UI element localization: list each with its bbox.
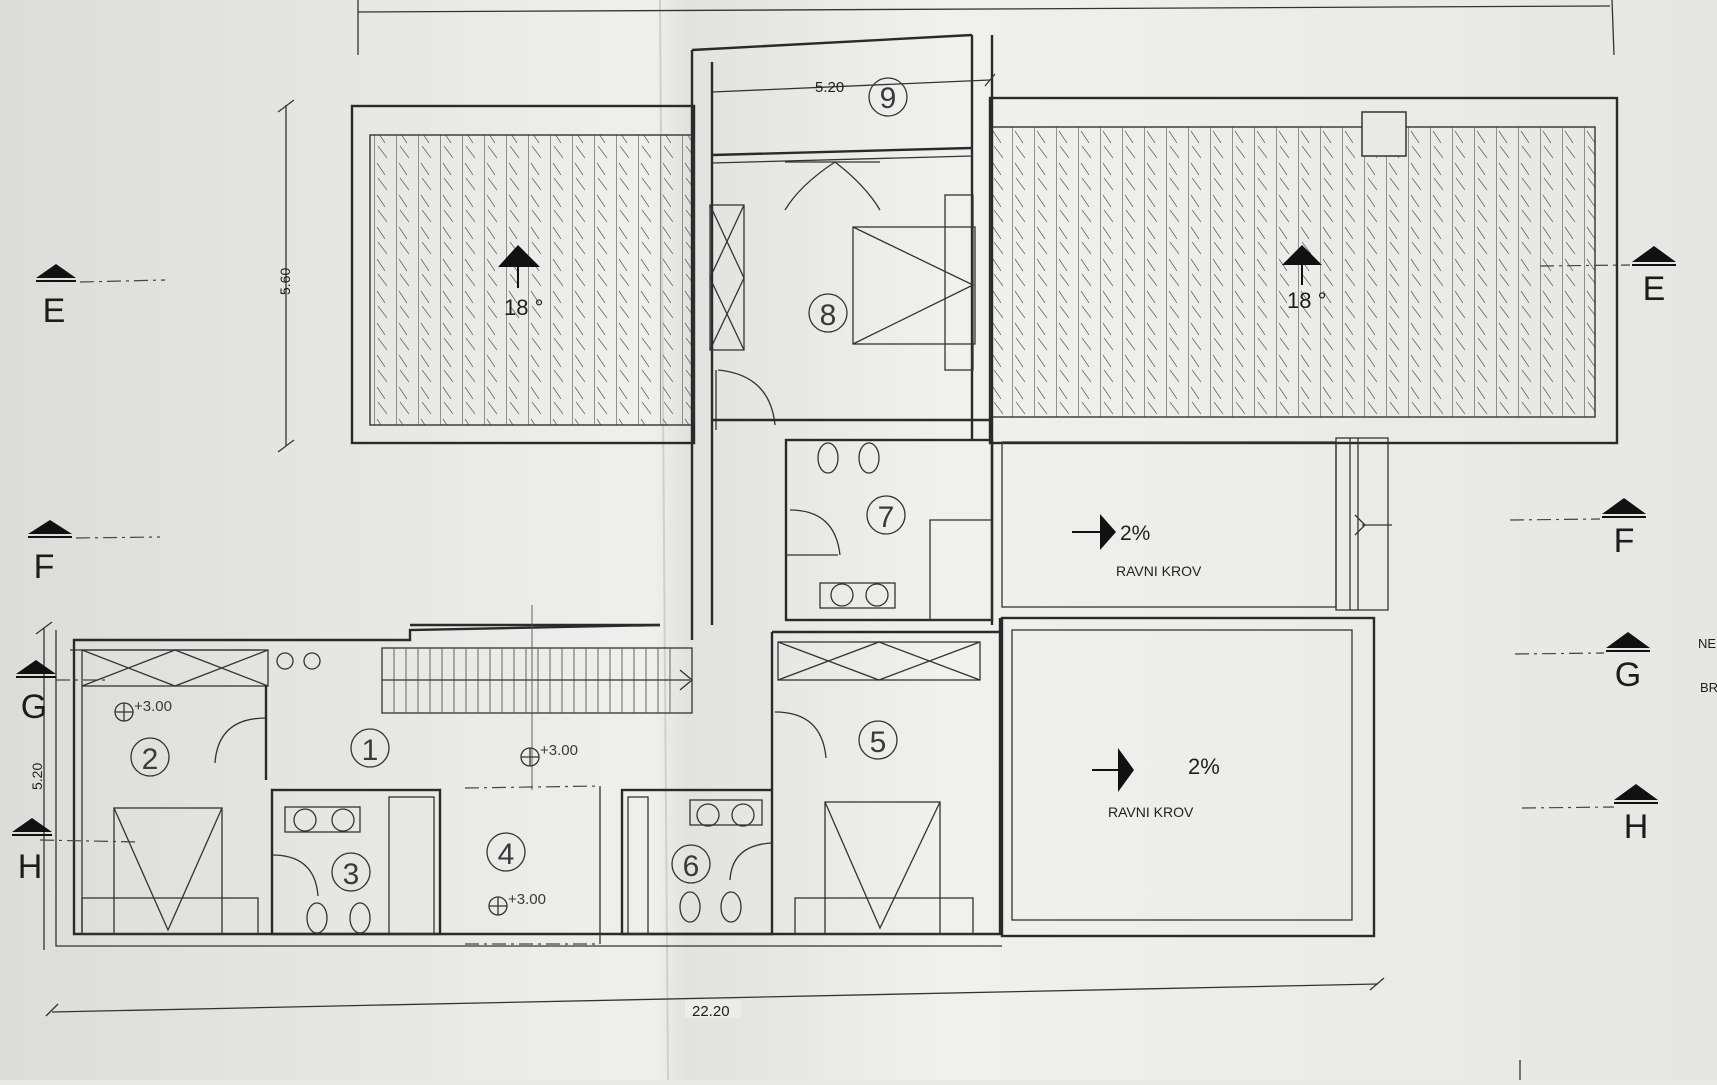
roof-slope-arrow-left bbox=[498, 245, 540, 267]
level-terrace: +3.00 bbox=[508, 891, 546, 908]
slope-arrow-upper bbox=[1100, 514, 1116, 550]
bed-room-8 bbox=[852, 226, 976, 345]
section-marker-g-left: G bbox=[16, 660, 110, 726]
svg-text:G: G bbox=[1615, 656, 1641, 694]
svg-text:G: G bbox=[21, 688, 47, 726]
flat-roof-lower: 2% RAVNI KROV bbox=[1000, 616, 1376, 938]
flat-roof-upper: 2% RAVNI KROV bbox=[1001, 437, 1392, 611]
flat-roof-lower-slope: 2% bbox=[1188, 754, 1220, 779]
flat-roof-lower-label: RAVNI KROV bbox=[1108, 804, 1194, 820]
svg-text:E: E bbox=[1643, 270, 1666, 308]
svg-text:E: E bbox=[43, 292, 66, 330]
svg-text:F: F bbox=[34, 548, 55, 586]
dimension-side-left: 5.20 bbox=[29, 763, 45, 790]
staircase bbox=[381, 647, 694, 714]
room-number: 6 bbox=[683, 850, 700, 883]
room-number: 3 bbox=[343, 858, 360, 891]
room-number: 4 bbox=[498, 838, 515, 871]
bathroom-3: 3 bbox=[270, 788, 442, 936]
section-marker-e-right: E bbox=[1539, 246, 1676, 308]
margin-text-br: BR bbox=[1700, 680, 1717, 695]
bedroom-5: 5 bbox=[770, 630, 1000, 935]
upper-core: 5.20 9 8 bbox=[690, 33, 996, 440]
level-room-2: +3.00 bbox=[134, 698, 172, 715]
room-number: 8 bbox=[820, 299, 837, 332]
room-number: 5 bbox=[870, 726, 887, 759]
slope-arrow-lower bbox=[1118, 748, 1134, 792]
dimension-side-top: 5.60 bbox=[277, 268, 293, 295]
section-marker-f-left: F bbox=[28, 520, 161, 586]
section-marker-f-right: F bbox=[1509, 498, 1646, 560]
top-dimension-line bbox=[357, 5, 1611, 13]
bed-room-5 bbox=[824, 801, 941, 935]
room-number: 2 bbox=[142, 743, 159, 776]
flat-roof-upper-slope: 2% bbox=[1120, 522, 1150, 545]
section-marker-e-left: E bbox=[36, 264, 166, 330]
room-number: 7 bbox=[878, 501, 895, 534]
bathroom-6: 6 bbox=[620, 788, 774, 936]
room-number: 9 bbox=[880, 82, 897, 115]
chimney bbox=[1361, 111, 1407, 157]
dimension-bottom: 22.20 bbox=[692, 1003, 730, 1020]
svg-text:F: F bbox=[1614, 522, 1635, 560]
dimension-top: 5.20 bbox=[815, 79, 844, 96]
margin-text-ne: NE bbox=[1698, 636, 1716, 651]
roof-left: 18 ° bbox=[350, 104, 696, 445]
section-marker-h-right: H bbox=[1521, 784, 1658, 846]
section-marker-g-right: G bbox=[1514, 632, 1650, 694]
dimension-line-bottom bbox=[51, 983, 1379, 1013]
roof-pitch-left: 18 ° bbox=[504, 295, 543, 320]
svg-text:H: H bbox=[18, 848, 43, 886]
room-number: 1 bbox=[362, 734, 379, 767]
bathroom-7: 7 bbox=[784, 438, 994, 622]
terrace-4: 4 +3.00 bbox=[464, 785, 601, 945]
section-marker-h-left: H bbox=[12, 818, 141, 886]
bed-room-2 bbox=[113, 807, 223, 935]
bedroom-2: 2 +3.00 bbox=[81, 686, 268, 935]
roof-right: 18 ° bbox=[988, 96, 1619, 445]
roof-slope-arrow-right bbox=[1282, 245, 1322, 265]
level-corridor: +3.00 bbox=[540, 742, 578, 759]
roof-pitch-right: 18 ° bbox=[1287, 288, 1326, 313]
flat-roof-upper-label: RAVNI KROV bbox=[1116, 563, 1202, 579]
svg-text:H: H bbox=[1624, 808, 1649, 846]
